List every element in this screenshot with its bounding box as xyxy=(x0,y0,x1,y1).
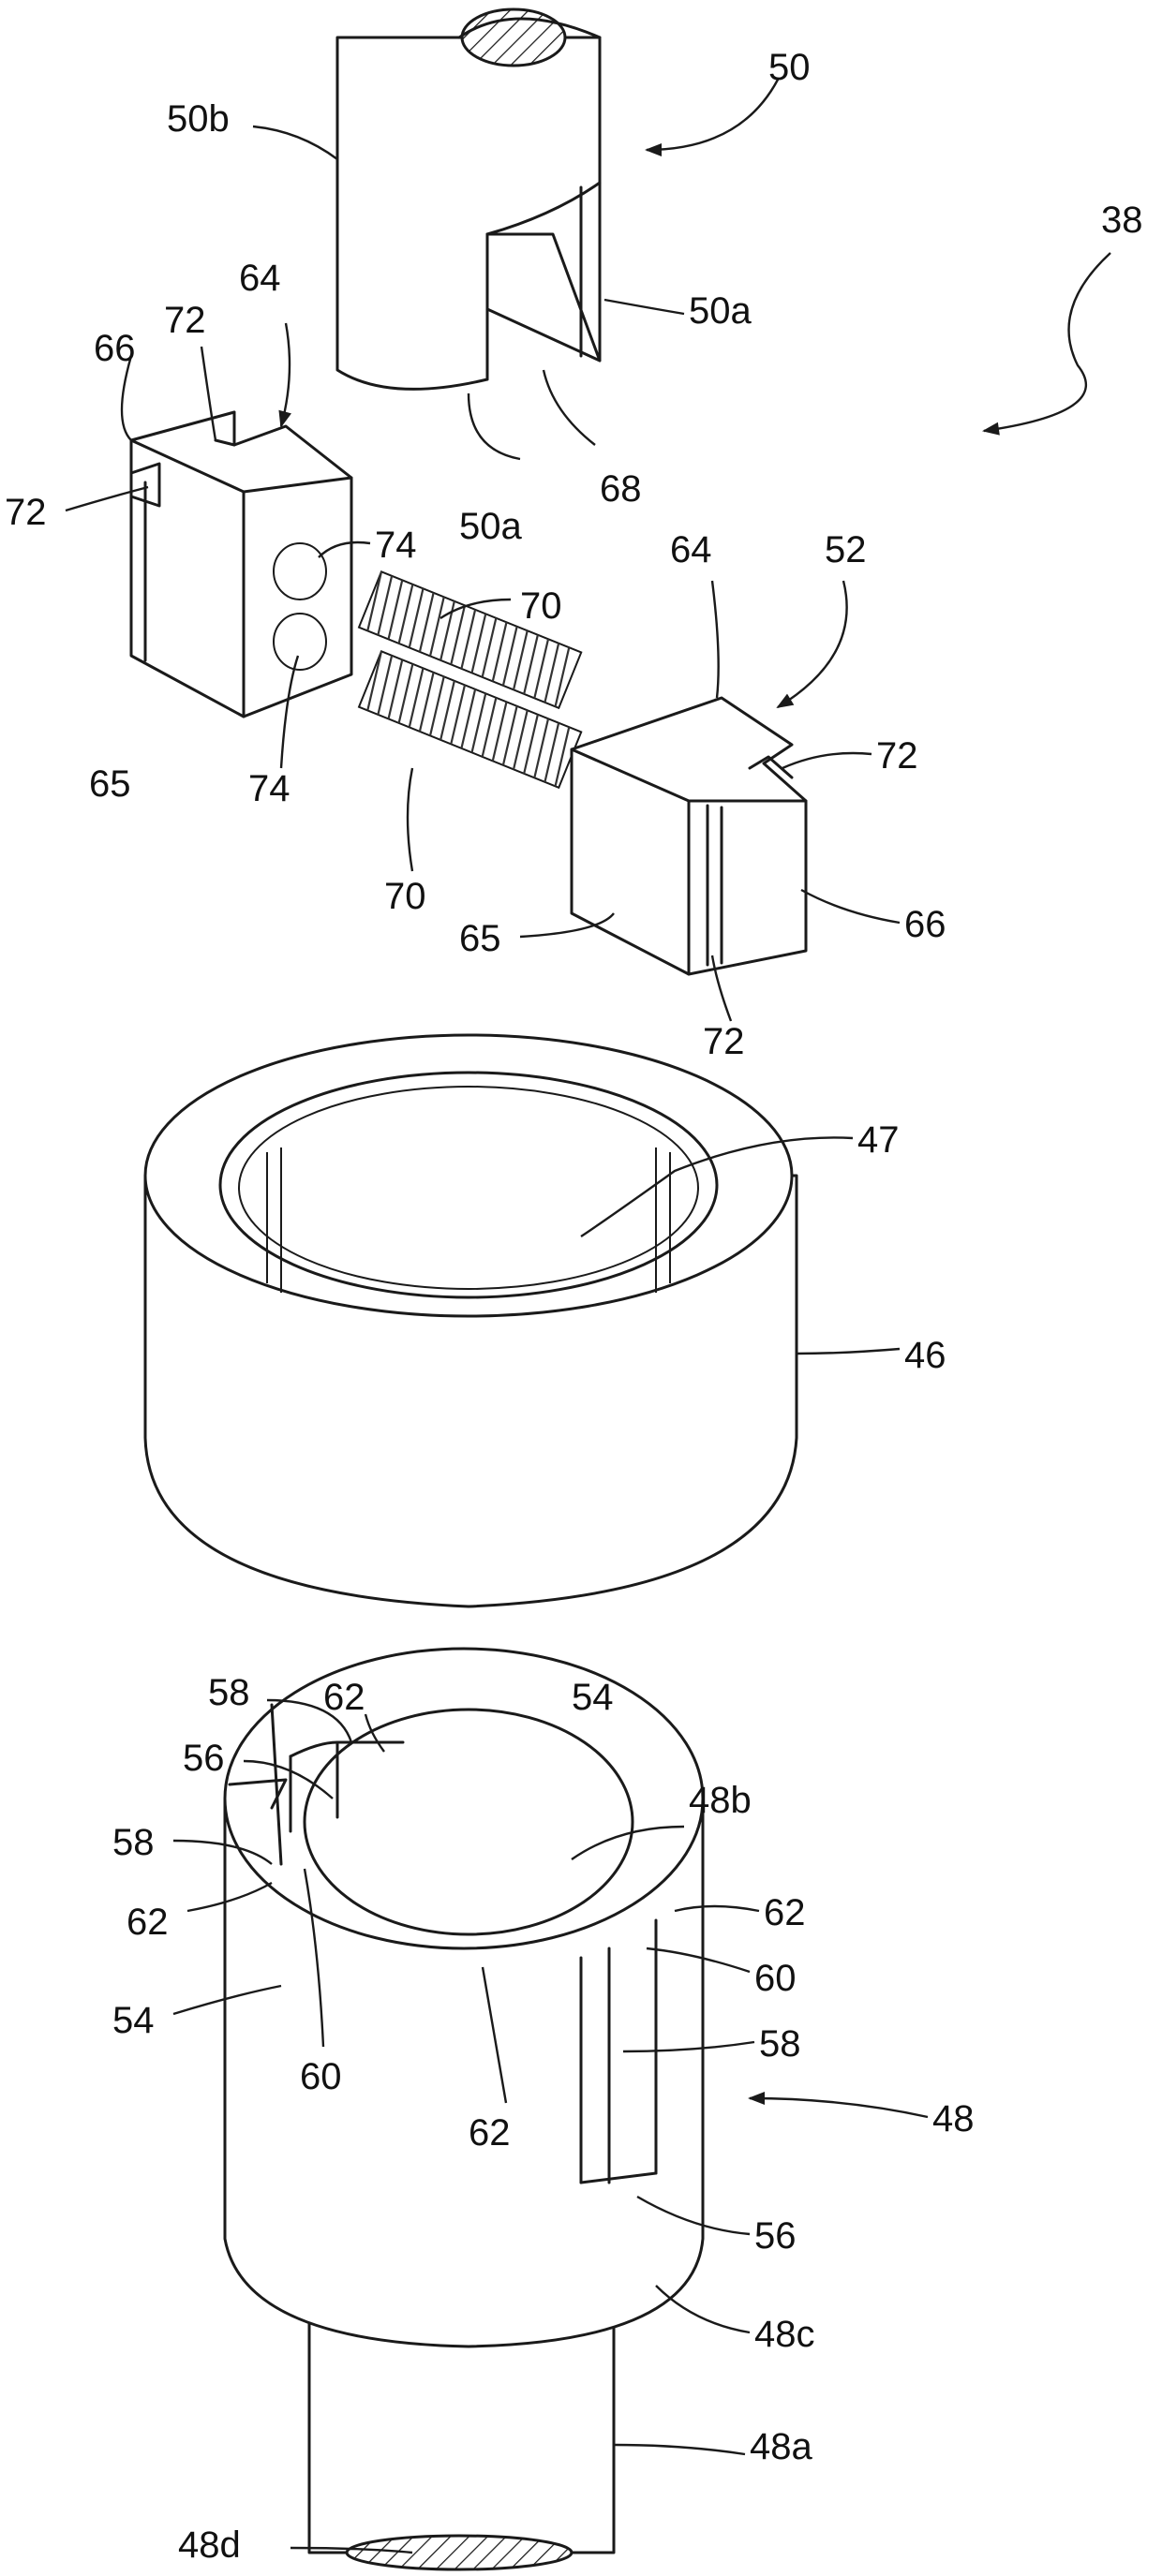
label-56-left: 56 xyxy=(183,1738,225,1779)
leader-48 xyxy=(750,2098,928,2117)
lower-shaft-48 xyxy=(225,1649,703,2569)
label-60-left: 60 xyxy=(300,2056,342,2097)
leader-46 xyxy=(797,1349,900,1354)
label-48c: 48c xyxy=(754,2314,815,2355)
label-54-left: 54 xyxy=(112,2000,155,2041)
label-72-left-side: 72 xyxy=(5,492,47,533)
label-66-right: 66 xyxy=(904,904,946,945)
leader-52 xyxy=(778,581,847,707)
label-72-left-top: 72 xyxy=(164,300,206,341)
label-56-right: 56 xyxy=(754,2215,797,2257)
leader-68 xyxy=(544,370,595,445)
label-38: 38 xyxy=(1101,200,1143,241)
label-50b: 50b xyxy=(167,98,230,140)
label-62-right: 62 xyxy=(764,1892,806,1933)
label-54-top: 54 xyxy=(572,1677,614,1718)
label-70-top: 70 xyxy=(520,585,562,627)
label-74-bottom: 74 xyxy=(248,768,290,809)
label-74-top: 74 xyxy=(375,525,417,566)
leader-66-right xyxy=(801,890,900,923)
label-64-right: 64 xyxy=(670,529,712,570)
leader-64-right xyxy=(712,581,719,698)
label-50: 50 xyxy=(768,47,811,88)
label-58-right: 58 xyxy=(759,2023,801,2065)
leader-70-bottom xyxy=(408,768,412,871)
right-cam-block xyxy=(572,698,806,974)
label-68: 68 xyxy=(600,468,642,510)
leader-38 xyxy=(984,253,1110,431)
leader-50a-right xyxy=(604,300,684,314)
label-48a: 48a xyxy=(750,2426,812,2467)
label-46: 46 xyxy=(904,1335,946,1376)
label-52: 52 xyxy=(825,529,867,570)
label-72-right-bottom: 72 xyxy=(703,1021,745,1062)
label-65-right: 65 xyxy=(459,918,501,959)
label-47: 47 xyxy=(857,1119,900,1161)
label-48: 48 xyxy=(932,2098,975,2139)
upper-shaft-50 xyxy=(337,9,600,389)
label-48d: 48d xyxy=(178,2524,241,2566)
ring-46 xyxy=(145,1035,797,1606)
label-64-left: 64 xyxy=(239,258,281,299)
leader-72-right-top xyxy=(782,753,872,768)
label-58-top: 58 xyxy=(208,1672,250,1713)
label-48b: 48b xyxy=(689,1780,752,1821)
leader-64-left xyxy=(281,323,290,426)
leader-50b xyxy=(253,126,337,159)
label-72-right-top: 72 xyxy=(876,735,918,777)
label-70-bottom: 70 xyxy=(384,876,426,917)
label-50a-bottom: 50a xyxy=(459,506,522,547)
label-65-left: 65 xyxy=(89,763,131,805)
label-66-left: 66 xyxy=(94,328,136,369)
leader-50 xyxy=(647,80,778,150)
label-62-left: 62 xyxy=(127,1902,169,1943)
label-50a-right: 50a xyxy=(689,290,752,332)
label-62-bottom: 62 xyxy=(469,2112,511,2154)
label-60-right: 60 xyxy=(754,1958,797,1999)
label-62-top: 62 xyxy=(323,1677,365,1718)
label-58-left: 58 xyxy=(112,1822,155,1863)
left-cam-block xyxy=(131,412,351,717)
leader-48a xyxy=(614,2445,745,2454)
leader-50a-bottom xyxy=(469,393,520,459)
